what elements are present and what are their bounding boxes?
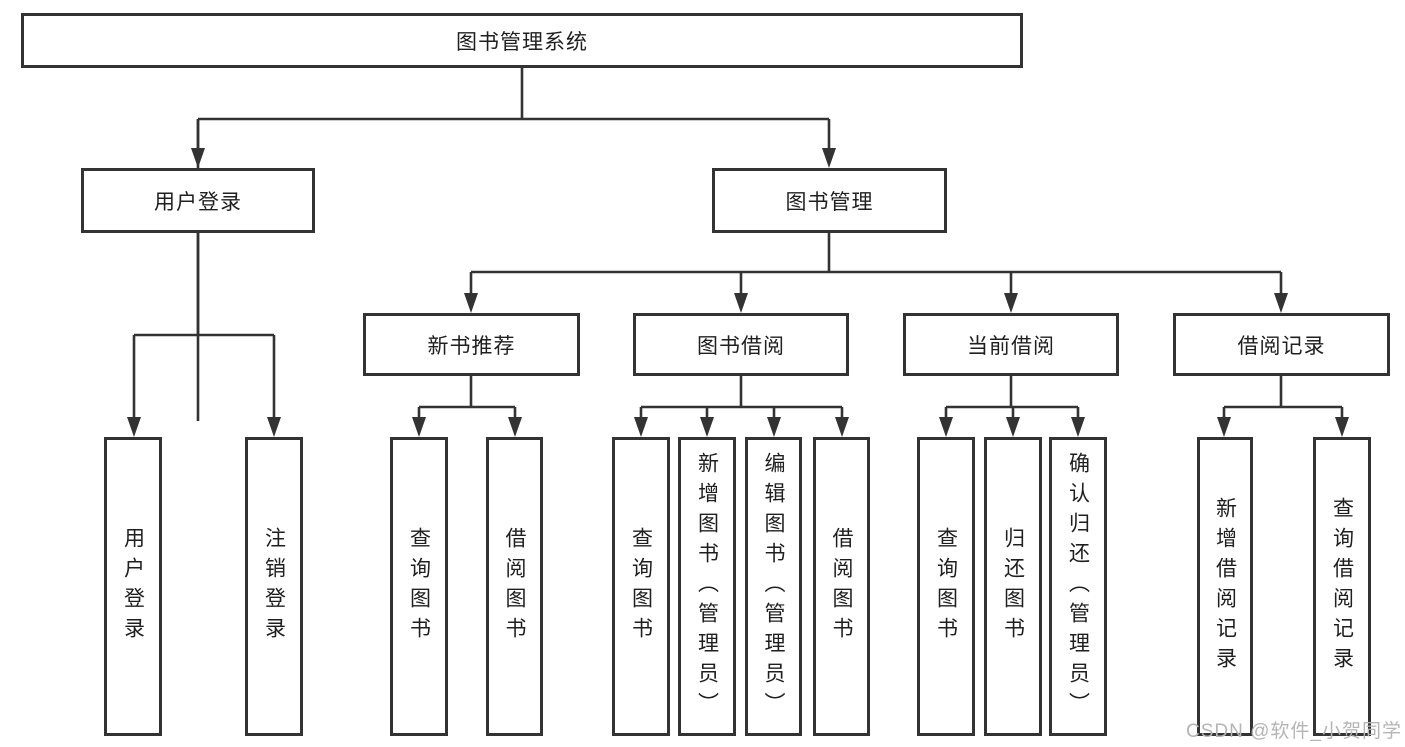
arrowhead-icon — [1006, 417, 1020, 437]
leaf-query-books-recommend: 查询图书 — [390, 437, 448, 736]
arrowhead-icon — [191, 148, 205, 168]
leaf-borrow-books: 借阅图书 — [813, 437, 870, 736]
arrowhead-icon — [835, 417, 849, 437]
arrowhead-icon — [1217, 417, 1231, 437]
arrowhead-icon — [700, 417, 714, 437]
node-borrow-records: 借阅记录 — [1173, 313, 1390, 376]
connector — [469, 233, 1283, 296]
leaf-query-books-borrow: 查询图书 — [612, 437, 670, 736]
arrowhead-icon — [1335, 417, 1349, 437]
node-current-borrowing: 当前借阅 — [903, 313, 1119, 376]
arrowhead-icon — [1004, 293, 1018, 313]
leaf-query-books-current: 查询图书 — [917, 437, 975, 736]
node-book-management: 图书管理 — [712, 168, 947, 233]
leaf-add-borrow-record: 新增借阅记录 — [1197, 437, 1253, 736]
node-library-system: 图书管理系统 — [21, 13, 1023, 68]
connector — [639, 376, 844, 420]
node-new-book-recommend: 新书推荐 — [363, 313, 580, 376]
leaf-user-login: 用户登录 — [104, 437, 162, 736]
arrowhead-icon — [464, 293, 478, 313]
leaf-borrow-books-recommend: 借阅图书 — [486, 437, 543, 736]
connector-group — [132, 68, 1344, 421]
leaf-confirm-return-admin: 确认归还（管理员） — [1049, 437, 1107, 736]
arrowhead-icon — [127, 417, 141, 437]
leaf-add-books-admin: 新增图书（管理员） — [678, 437, 736, 736]
node-user-login: 用户登录 — [81, 168, 315, 233]
connector — [196, 68, 831, 421]
arrowhead-icon — [1071, 417, 1085, 437]
arrowhead-icon — [767, 417, 781, 437]
connector — [132, 233, 276, 420]
arrowhead-icon — [734, 293, 748, 313]
connector — [944, 376, 1080, 420]
arrowhead-icon — [412, 417, 426, 437]
node-book-borrowing: 图书借阅 — [633, 313, 849, 376]
leaf-return-books: 归还图书 — [984, 437, 1042, 736]
leaf-edit-books-admin: 编辑图书（管理员） — [745, 437, 802, 736]
arrowhead-icon — [634, 417, 648, 437]
leaf-logout: 注销登录 — [245, 437, 303, 736]
connector — [417, 376, 517, 420]
connector — [1222, 376, 1344, 420]
arrowhead-icon — [1274, 293, 1288, 313]
leaf-query-borrow-record: 查询借阅记录 — [1313, 437, 1371, 736]
arrowhead-icon — [939, 417, 953, 437]
arrowhead-group — [127, 148, 1349, 437]
arrowhead-icon — [822, 148, 836, 168]
csdn-watermark: CSDN @软件_小贺同学 — [1186, 721, 1402, 742]
arrowhead-icon — [508, 417, 522, 437]
arrowhead-icon — [267, 417, 281, 437]
